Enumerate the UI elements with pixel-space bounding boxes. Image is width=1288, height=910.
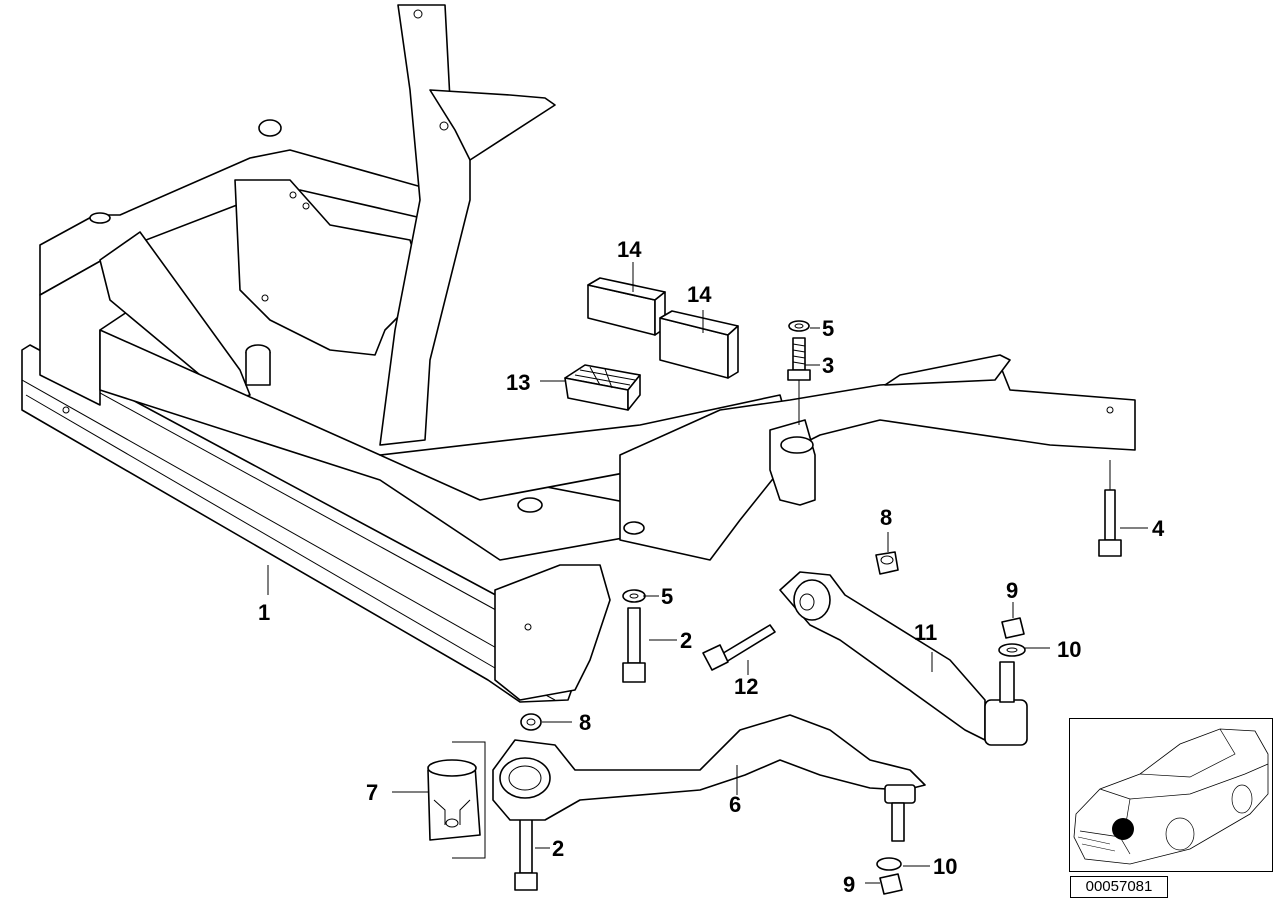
callout-2-upper: 2 — [680, 628, 692, 653]
callout-5-upper: 5 — [822, 316, 834, 341]
callout-11: 11 — [914, 620, 937, 645]
tension-strut — [779, 571, 1028, 746]
callout-1: 1 — [258, 600, 270, 625]
callout-6: 6 — [729, 792, 741, 817]
control-arm — [492, 714, 926, 842]
rubber-bushing — [427, 741, 486, 859]
callout-2-lower: 2 — [552, 836, 564, 861]
callout-3: 3 — [822, 353, 834, 378]
callout-10-upper: 10 — [1057, 637, 1081, 662]
callout-8-upper: 8 — [880, 505, 892, 530]
leader-lines — [267, 262, 1148, 884]
location-marker-icon — [1112, 818, 1134, 840]
callout-14-right: 14 — [687, 282, 712, 307]
axle-carrier-subframe — [21, 4, 1136, 703]
vehicle-location-thumbnail — [1069, 718, 1273, 872]
bump-stop-pad — [564, 364, 641, 411]
callout-4: 4 — [1152, 516, 1165, 541]
callout-13: 13 — [506, 370, 530, 395]
callout-9-lower: 9 — [843, 872, 855, 897]
callout-14-left: 14 — [617, 237, 642, 262]
callout-10-lower: 10 — [933, 854, 957, 879]
callout-8-lower: 8 — [579, 710, 591, 735]
callout-7: 7 — [366, 780, 378, 805]
callouts: 1 2 2 3 4 5 5 6 7 8 8 9 9 10 10 11 12 13… — [258, 237, 1165, 897]
diagram-code: 00057081 — [1070, 876, 1168, 898]
rubber-mount-pair — [587, 277, 739, 379]
callout-9-upper: 9 — [1006, 578, 1018, 603]
fasteners — [514, 320, 1122, 895]
callout-12: 12 — [734, 674, 758, 699]
callout-5-lower: 5 — [661, 584, 673, 609]
car-outline-icon — [1073, 728, 1269, 865]
